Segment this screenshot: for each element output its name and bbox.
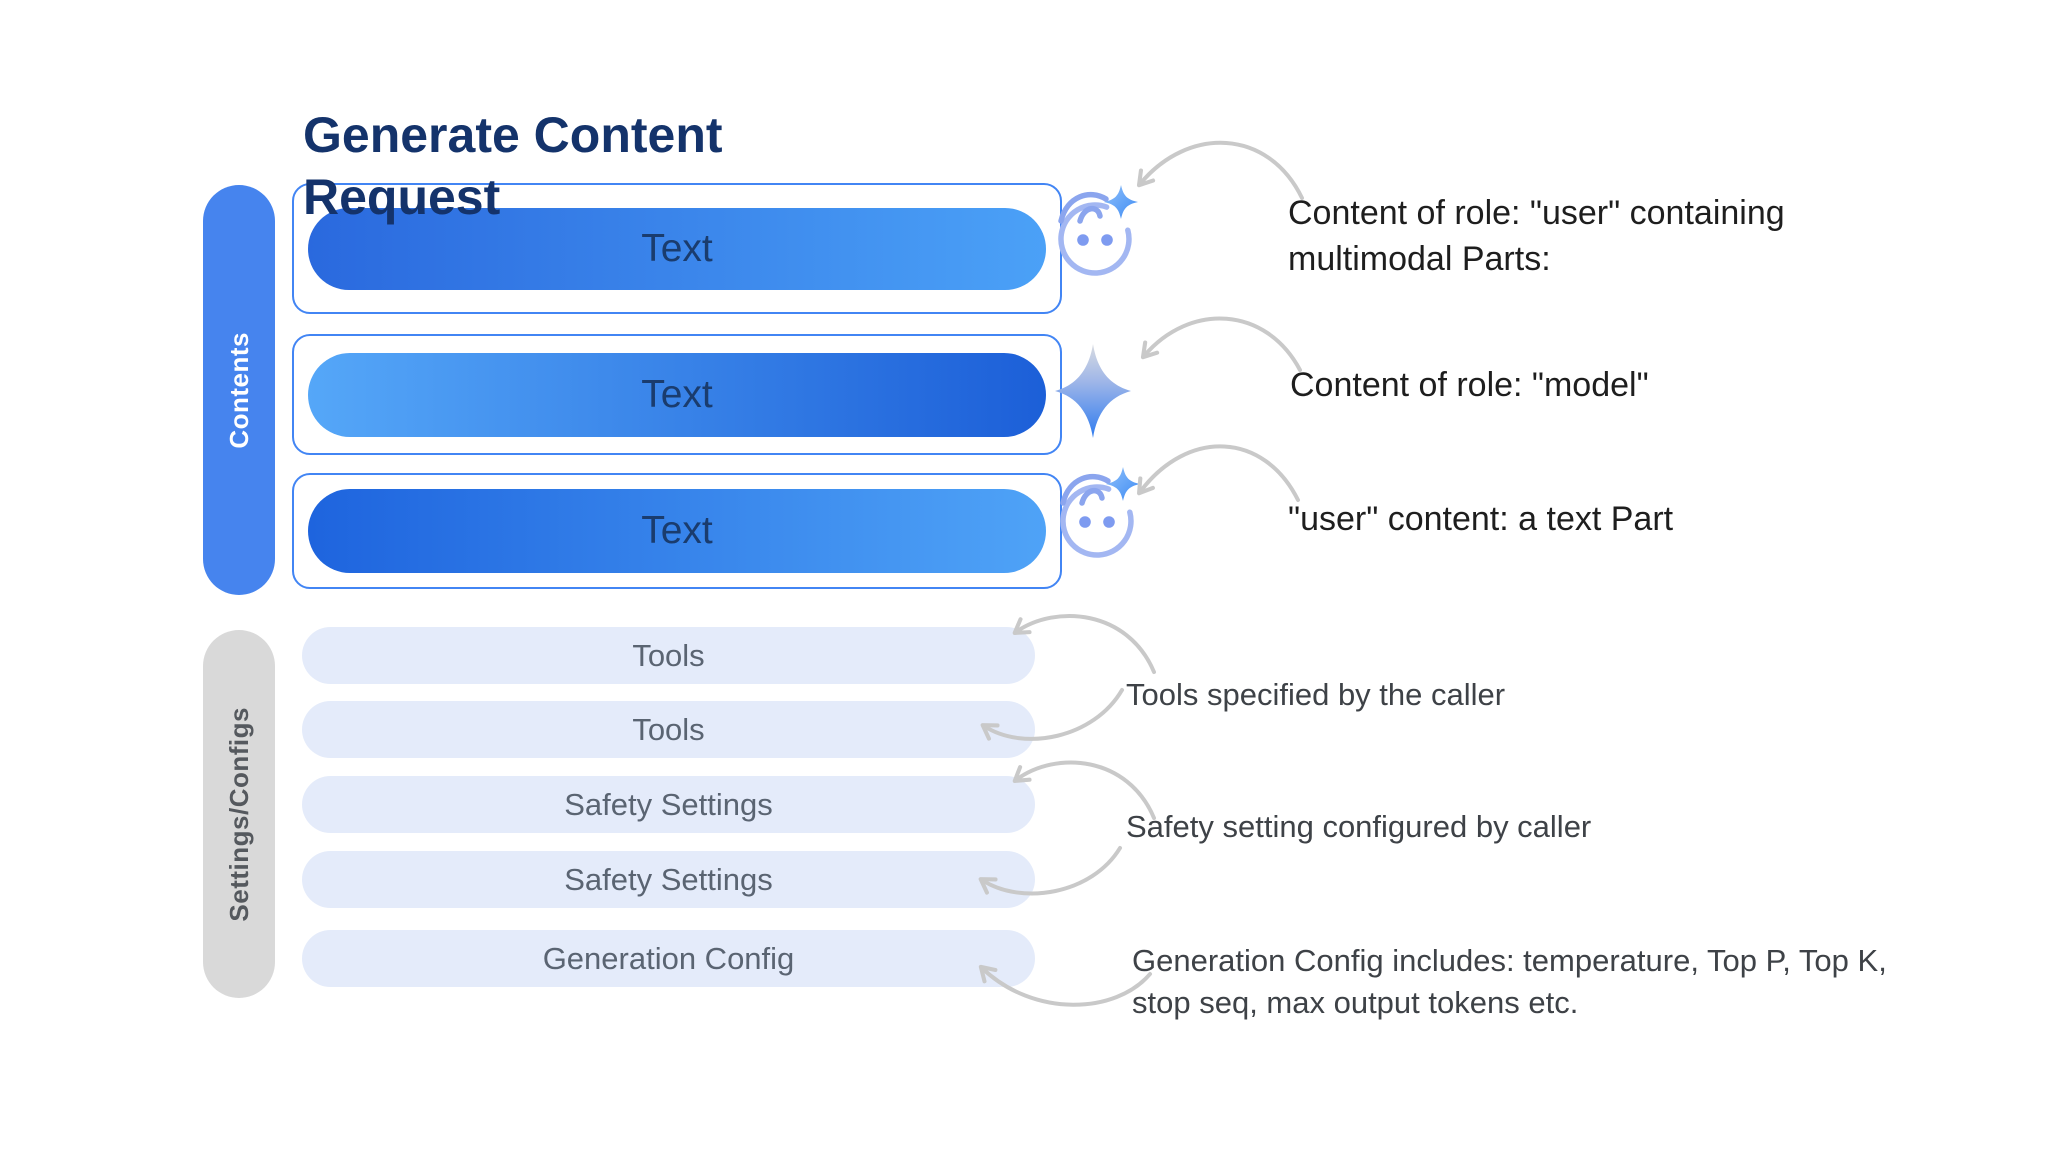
text-pill: Text: [308, 489, 1046, 573]
arrow-text-part: [1137, 444, 1300, 502]
content-row-box: Text: [292, 473, 1062, 589]
content-row-box: Text: [292, 334, 1062, 455]
text-pill: Text: [308, 352, 1046, 437]
settings-sidebar: Settings/Configs: [203, 630, 275, 998]
settings-pill-label: Generation Config: [542, 940, 795, 976]
page-title: Generate Content Request: [303, 107, 723, 225]
settings-pill: Safety Settings: [302, 851, 1035, 908]
settings-pill: Tools: [302, 627, 1035, 684]
settings-pill-label: Tools: [632, 637, 705, 673]
annotation-text: Tools specified by the caller: [1126, 677, 1506, 712]
settings-pill-label: Safety Settings: [564, 861, 773, 897]
text-pill: Text: [308, 207, 1046, 290]
arrow-tools-1: [1012, 614, 1156, 674]
settings-pill-label: Tools: [632, 711, 705, 747]
annotation-text: Content of role: "user" containing multi…: [1288, 194, 1785, 278]
contents-sidebar-label: Contents: [223, 331, 254, 449]
annotation-text: Safety setting configured by caller: [1126, 809, 1592, 844]
annotation-text: Generation Config includes: temperature,…: [1132, 943, 1887, 1020]
settings-pill: Generation Config: [302, 930, 1035, 987]
contents-sidebar: Contents: [203, 185, 275, 595]
content-row-box: Text: [292, 183, 1062, 314]
settings-pill: Safety Settings: [302, 776, 1035, 833]
annotation-text: Content of role: "model": [1290, 366, 1649, 404]
face-sparkle-icon: [1052, 464, 1144, 562]
arrow-user-content: [1136, 140, 1304, 200]
settings-pill: Tools: [302, 701, 1035, 758]
text-pill-label: Text: [641, 226, 713, 270]
text-pill-label: Text: [641, 509, 713, 552]
arrow-model-content: [1140, 316, 1302, 372]
gemini-sparkle-icon: [1052, 342, 1134, 440]
settings-sidebar-label: Settings/Configs: [223, 706, 254, 922]
face-sparkle-icon: [1050, 182, 1142, 280]
annotation-text: "user" content: a text Part: [1288, 500, 1674, 538]
settings-pill-label: Safety Settings: [564, 786, 773, 822]
text-pill-label: Text: [641, 372, 713, 416]
